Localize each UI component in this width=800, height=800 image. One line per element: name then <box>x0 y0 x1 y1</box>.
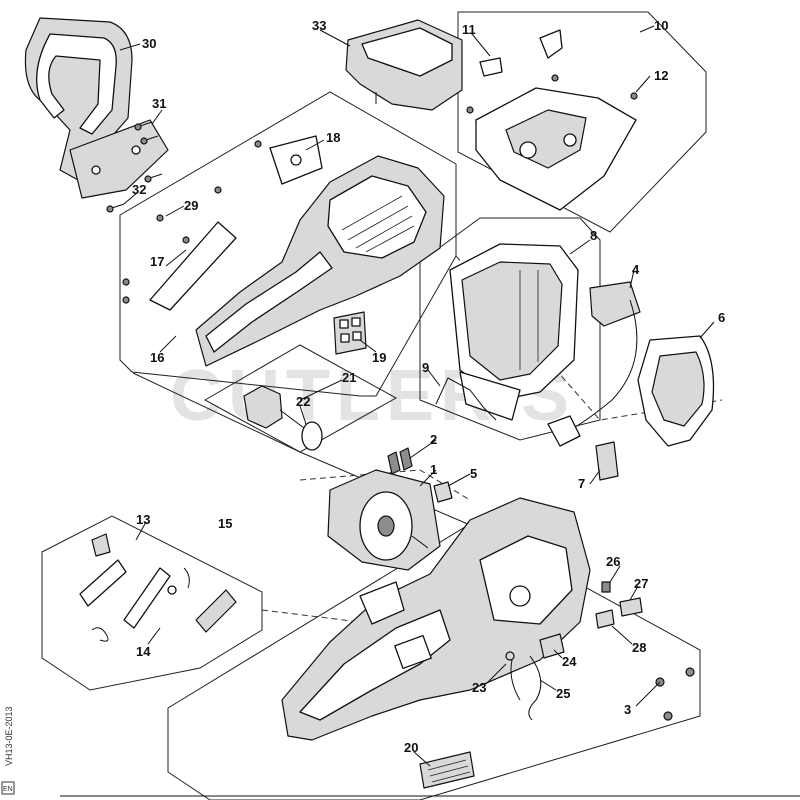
decal-19 <box>333 311 367 355</box>
callout-28: 28 <box>632 640 646 655</box>
ignition-module-4 <box>569 281 641 431</box>
tank-housing-8 <box>449 243 579 421</box>
callout-24: 24 <box>562 654 577 669</box>
crankcase-16 <box>149 155 445 367</box>
group-outline-15 <box>119 91 457 397</box>
bearing-5 <box>433 481 453 503</box>
callout-21: 21 <box>342 370 356 385</box>
callout-11: 11 <box>462 22 476 37</box>
callout-6: 6 <box>718 310 725 325</box>
bolt-27 <box>619 597 643 617</box>
hose-25 <box>528 655 542 721</box>
callout-33: 33 <box>312 18 326 33</box>
screws-3 <box>655 667 695 721</box>
callout-20: 20 <box>404 740 418 755</box>
callout-26: 26 <box>606 554 620 569</box>
fan-housing-6 <box>637 335 715 447</box>
callout-32: 32 <box>132 182 146 197</box>
trigger-14 <box>91 567 237 642</box>
callout-14: 14 <box>136 644 151 659</box>
pickup-24 <box>539 633 565 659</box>
group-outline-10 <box>457 11 707 233</box>
callout-15: 15 <box>218 516 232 531</box>
callout-31: 31 <box>152 96 166 111</box>
callout-30: 30 <box>142 36 156 51</box>
bolt-28 <box>595 609 615 629</box>
callout-13: 13 <box>136 512 150 527</box>
callout-25: 25 <box>556 686 570 701</box>
callout-1: 1 <box>430 462 437 477</box>
callout-3: 3 <box>624 702 631 717</box>
side-code: VH13-0E-2013 <box>4 706 14 766</box>
callout-10: 10 <box>654 18 668 33</box>
spring-9 <box>435 377 497 421</box>
callout-18: 18 <box>326 130 340 145</box>
callout-2: 2 <box>430 432 437 447</box>
switch-7 <box>547 415 619 481</box>
screws-31 <box>134 121 159 145</box>
callout-29: 29 <box>184 198 198 213</box>
callout-22: 22 <box>296 394 310 409</box>
leader-lines <box>119 25 715 767</box>
cover-plate-18 <box>254 135 323 185</box>
callout-23: 23 <box>472 680 486 695</box>
callout-9: 9 <box>422 360 429 375</box>
filter-housing-10 <box>466 29 638 211</box>
screws-32 <box>106 173 163 213</box>
throttle-lever-13 <box>79 533 171 629</box>
corner-mark: EN <box>3 786 13 793</box>
callout-numbers: 1 2 3 4 5 6 7 8 9 10 11 12 13 14 15 16 1… <box>132 18 725 755</box>
group-outline-13 <box>41 515 263 691</box>
plug-26 <box>601 581 611 593</box>
callout-27: 27 <box>634 576 648 591</box>
callout-19: 19 <box>372 350 386 365</box>
callout-12: 12 <box>654 68 668 83</box>
crankshaft-1 <box>327 469 441 571</box>
callout-16: 16 <box>150 350 164 365</box>
decal-20 <box>419 751 475 789</box>
callout-8: 8 <box>590 228 597 243</box>
shroud-cover-33 <box>345 19 463 111</box>
dashed-link-left <box>261 609 361 623</box>
dashed-link-engine <box>299 469 471 501</box>
group-outline-8 <box>419 217 601 441</box>
callout-5: 5 <box>470 466 477 481</box>
oil-line-23 <box>505 651 521 701</box>
group-outline-21 <box>203 344 398 453</box>
corner-box <box>1 781 15 795</box>
callout-17: 17 <box>150 254 164 269</box>
callout-4: 4 <box>632 262 640 277</box>
callout-7: 7 <box>578 476 585 491</box>
oil-pump-21 <box>243 385 305 429</box>
piston-rings-2 <box>387 447 413 475</box>
o-ring-22 <box>301 421 323 451</box>
main-housing-15 <box>281 497 591 741</box>
screws-29 <box>122 186 222 304</box>
